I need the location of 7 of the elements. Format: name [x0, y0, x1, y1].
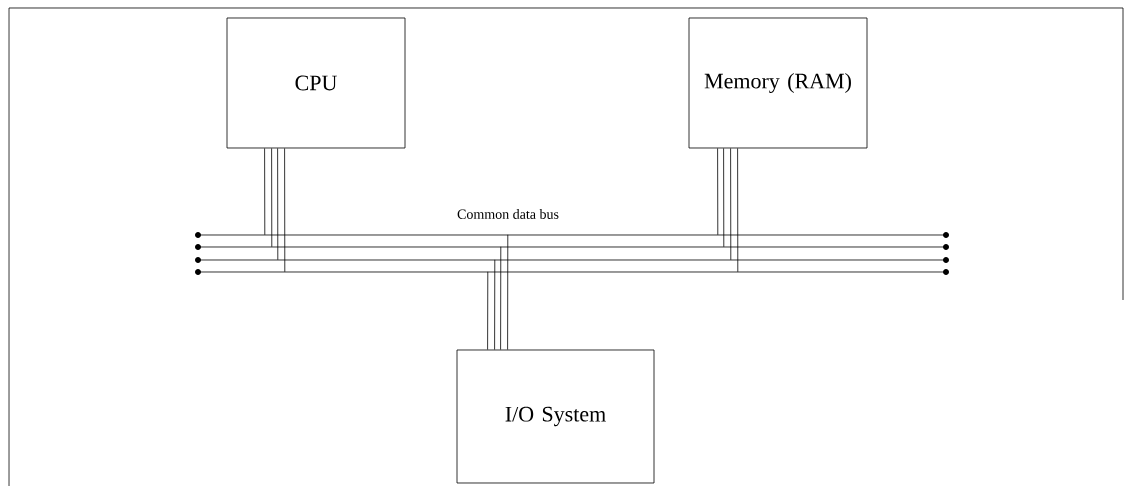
bus-wires — [264, 148, 286, 273]
bus-wires — [487, 234, 509, 350]
bus-wires — [717, 148, 739, 273]
box: Memory (RAM) — [688, 17, 868, 149]
box: I/O System — [456, 349, 655, 484]
bus-label: Common data bus — [457, 209, 559, 219]
box: CPU — [226, 17, 406, 149]
